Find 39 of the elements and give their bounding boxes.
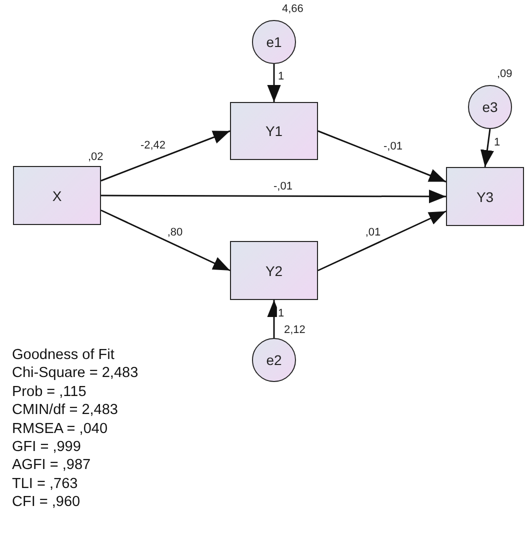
variable-name: e1 [266, 34, 282, 50]
arrow [100, 130, 230, 182]
error-circle [252, 20, 296, 64]
arrow [101, 190, 446, 204]
variance-value: 2,12 [284, 324, 306, 337]
variable-name: e3 [482, 99, 498, 115]
variable-box [230, 241, 318, 300]
fit-statistic: AGFI = ,987 [12, 457, 91, 474]
fit-statistic: Prob = ,115 [12, 384, 86, 401]
edge-label: -2,42 [139, 140, 167, 152]
variable-name: Y2 [265, 262, 283, 278]
arrow [100, 210, 230, 272]
edge-label: -,01 [272, 180, 294, 194]
variable-box [230, 102, 318, 160]
variance-value: ,02 [88, 151, 104, 164]
arrow [480, 128, 494, 168]
fit-statistic: CFI = ,960 [12, 494, 80, 512]
variable-name: Y1 [265, 123, 283, 139]
variable-name: e2 [266, 352, 282, 368]
variance-value: ,09 [497, 68, 512, 81]
fit-statistic: GFI = ,999 [12, 439, 81, 456]
variance-value: 4,66 [282, 3, 304, 16]
error-circle [252, 338, 296, 382]
fit-statistic: Chi-Square = 2,483 [12, 365, 138, 382]
edge-label: -,01 [382, 140, 404, 154]
fit-statistic: CMIN/df = 2,483 [12, 402, 118, 420]
error-circle [468, 85, 512, 129]
variable-name: X [52, 188, 62, 204]
edge-label: ,80 [166, 226, 184, 240]
variable-name: Y3 [476, 188, 494, 204]
edge-label: ,01 [364, 226, 382, 240]
arrow [318, 210, 446, 272]
variable-box [13, 166, 101, 225]
fit-statistic: TLI = ,763 [12, 476, 78, 493]
arrow [267, 64, 281, 102]
arrow [318, 130, 446, 182]
fit-statistic: RMSEA = ,040 [12, 420, 108, 438]
variable-box [446, 167, 524, 226]
fit-heading: Goodness of Fit [12, 347, 114, 364]
